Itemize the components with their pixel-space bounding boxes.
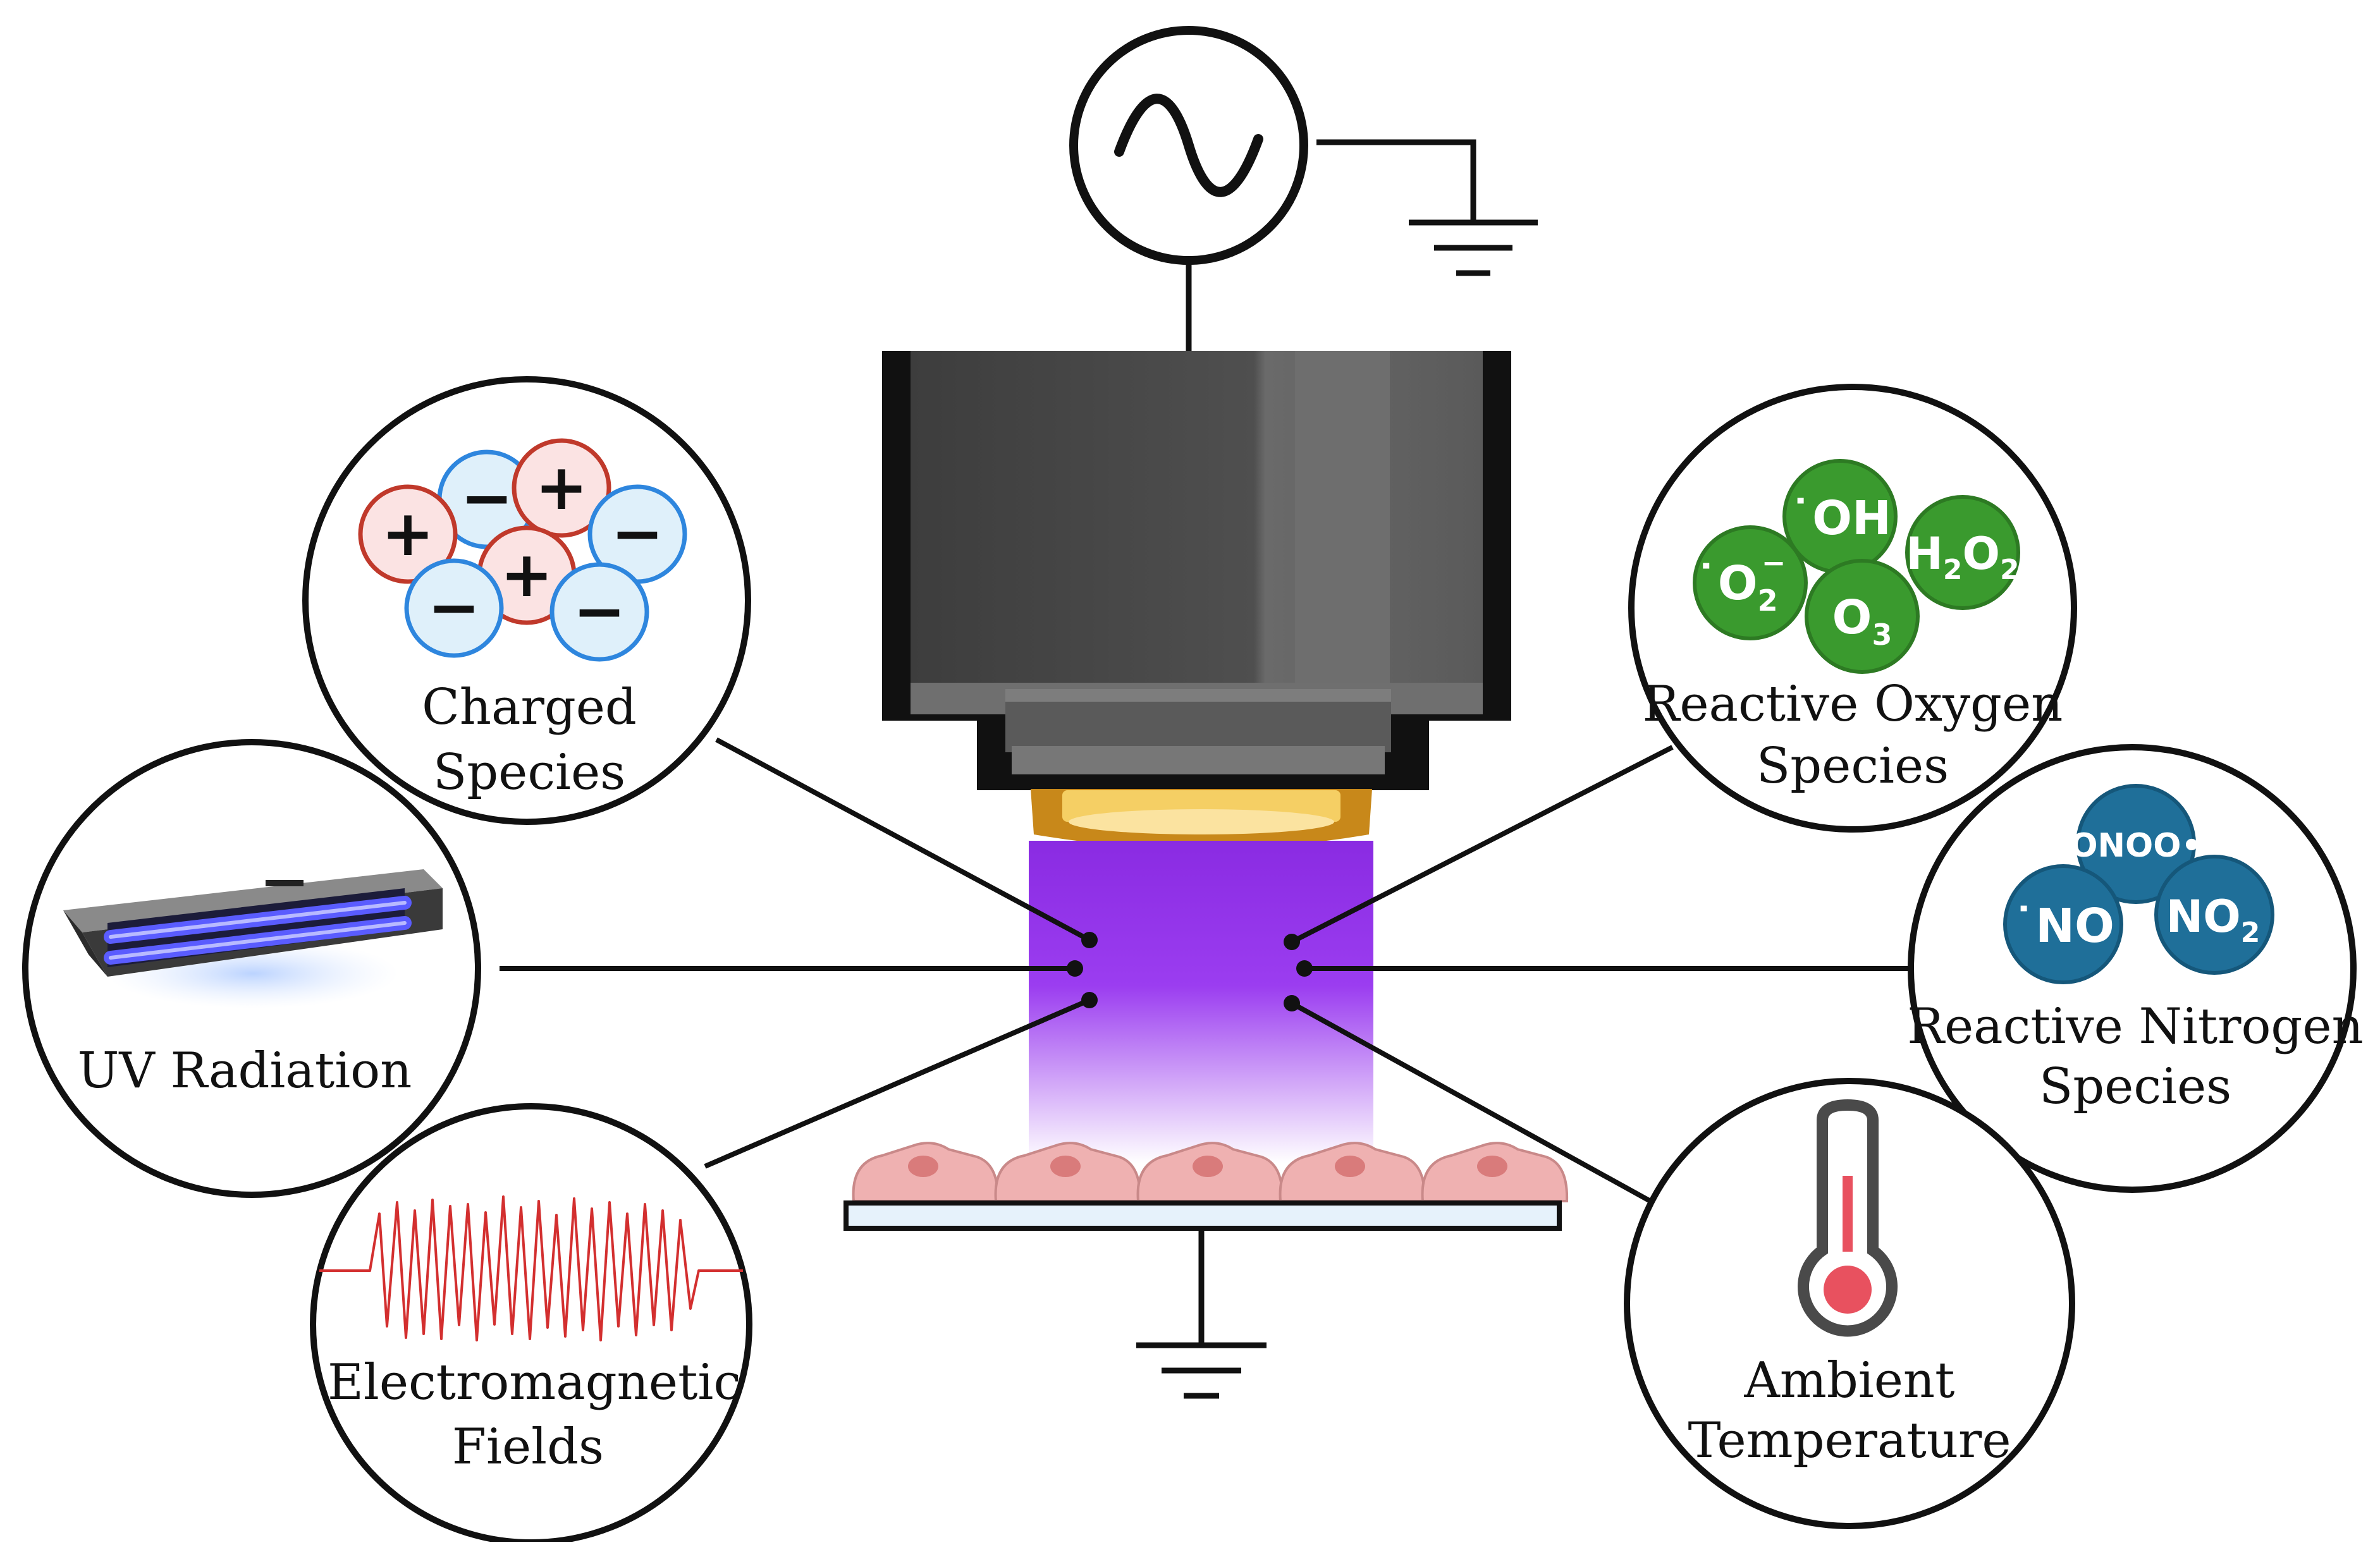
rns-panel: ONOO• ˙NO NO2 Reactive Nitrogen Species [1907,744,2364,1193]
temperature-label-line2: Temperature [1688,1412,2011,1469]
rns-label-line1: Reactive Nitrogen [1907,998,2364,1055]
em-fields-label-line2: Fields [452,1419,604,1475]
electrode-ring [1031,789,1372,849]
charged-species-label-line1: Charged [422,679,637,736]
charged-species-label-line2: Species [433,744,625,801]
svg-text:O3: O3 [1832,590,1892,652]
negative-ion: − [549,562,649,662]
svg-text:˙O2−: ˙O2− [1695,546,1786,618]
svg-text:−: − [427,570,481,644]
negative-ion: − [587,484,687,584]
positive-ion: + [358,484,458,584]
thermometer-icon [1798,1099,1898,1337]
substrate-ground-icon [1136,1342,1267,1399]
superoxide-radical: ˙O2− [1693,525,1808,640]
ozone: O3 [1805,559,1920,674]
charge-particles: − + + − + − − [358,438,687,662]
svg-text:˙NO: ˙NO [2012,899,2114,953]
substrate-slide [843,1200,1562,1231]
svg-text:+: + [535,450,588,524]
ros-molecules: ˙OH H2O2 ˙O2− O3 [1693,459,2020,674]
ros-label-line2: Species [1757,738,1949,795]
hydroxyl-radical: ˙OH [1782,459,1898,574]
svg-text:ONOO•: ONOO• [2070,827,2202,865]
negative-ion: − [437,449,537,549]
svg-text:−: − [460,461,513,535]
uv-lamp-icon [63,869,443,1008]
temperature-label-line1: Ambient [1744,1352,1955,1409]
peroxynitrite: ONOO• [2070,784,2202,904]
svg-text:NO2: NO2 [2166,891,2260,949]
svg-text:−: − [611,496,664,570]
temperature-panel: Ambient Temperature [1624,1078,2075,1529]
ac-source-icon [1069,26,1308,265]
waveform-icon [319,1195,743,1341]
nitrogen-dioxide: NO2 [2154,855,2274,975]
svg-text:−: − [573,574,626,648]
em-fields-label-line1: Electromagnetic [328,1354,741,1411]
ground-icon [1409,219,1538,276]
svg-text:+: + [500,537,553,611]
em-fields-panel: Electromagnetic Fields [310,1103,752,1545]
connector-dots [1067,932,1313,1011]
svg-text:H2O2: H2O2 [1906,528,2019,586]
hydrogen-peroxide: H2O2 [1905,495,2020,610]
negative-ion: − [404,558,504,658]
connector-lines [500,737,1925,1204]
rns-molecules: ONOO• ˙NO NO2 [2003,784,2274,984]
ros-label-line1: Reactive Oxygen [1643,676,2063,733]
svg-text:˙OH: ˙OH [1789,491,1891,546]
positive-ion: + [512,438,611,538]
rns-label-line2: Species [2039,1058,2231,1115]
source-ground-wire [1316,139,1476,223]
svg-text:+: + [381,496,434,570]
uv-radiation-panel: UV Radiation [22,739,481,1198]
cell-layer-icon [852,1142,1569,1202]
nitric-oxide-radical: ˙NO [2003,864,2123,984]
uv-radiation-label: UV Radiation [78,1042,412,1099]
charged-species-panel: − + + − + − − Charged Species [302,376,751,825]
plasma-nozzle [882,351,1511,790]
ros-panel: ˙OH H2O2 ˙O2− O3 Reactive Oxygen Species [1628,384,2077,833]
positive-ion: + [477,525,577,625]
